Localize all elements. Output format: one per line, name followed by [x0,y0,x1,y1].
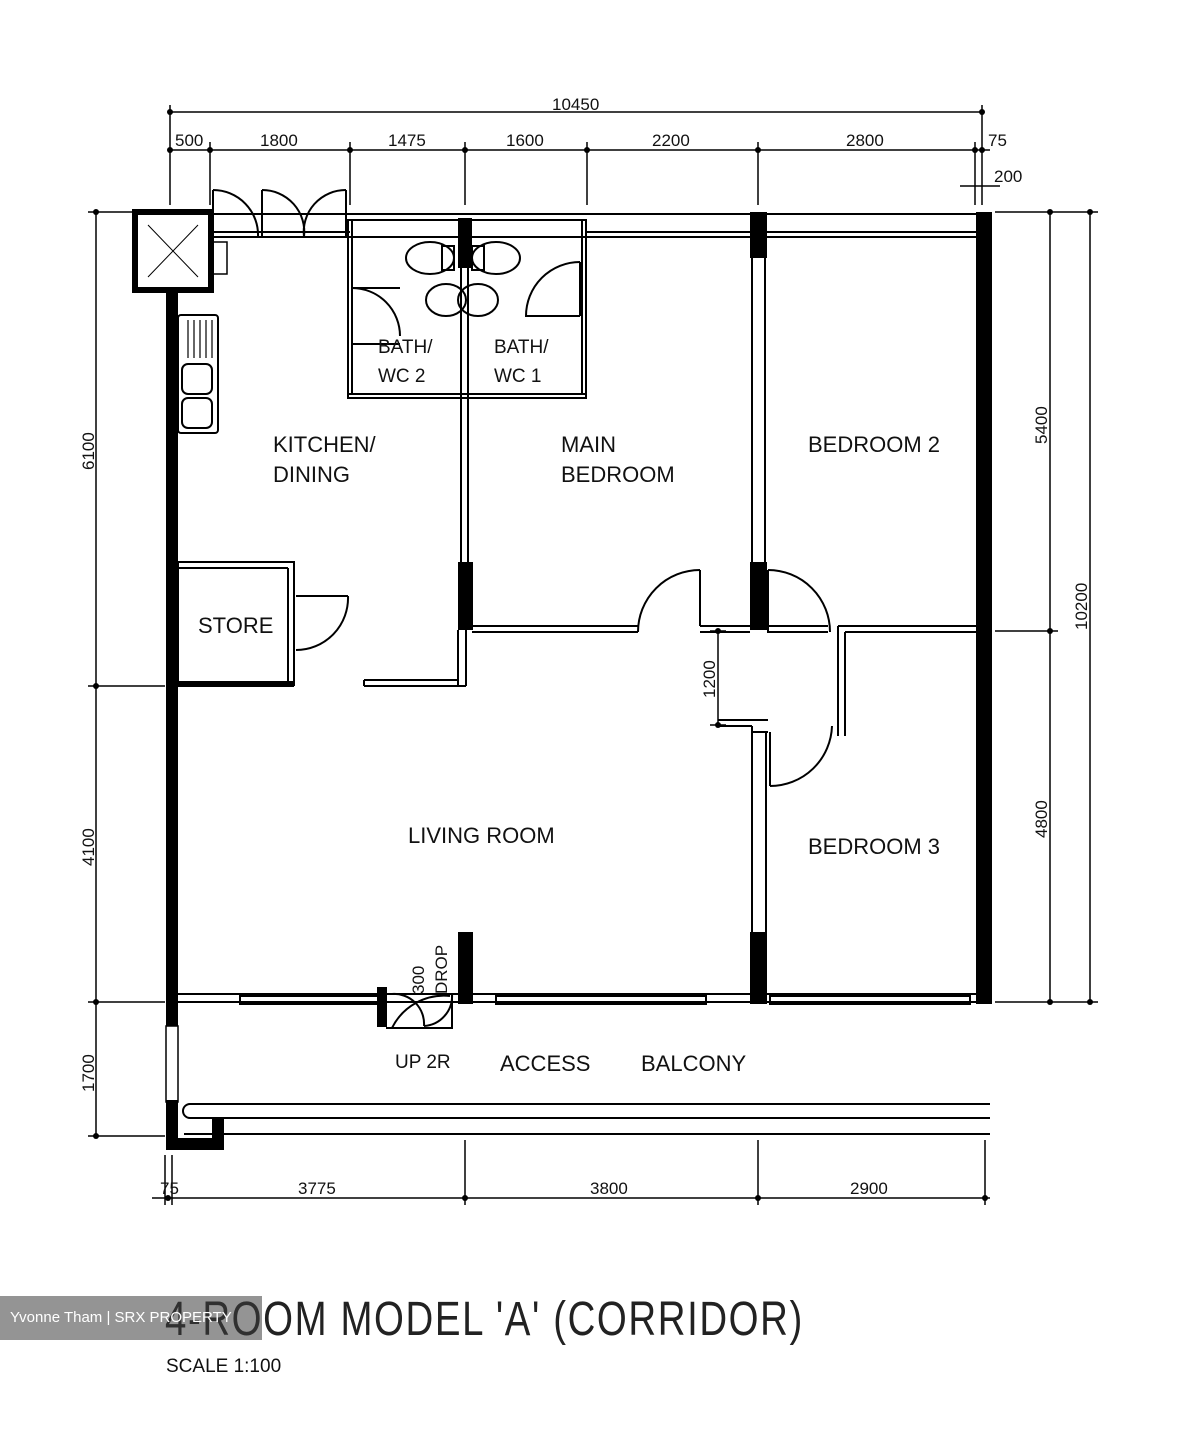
label-access: ACCESS [500,1051,590,1076]
dim-top-5: 2200 [652,131,690,150]
label-living-room: LIVING ROOM [408,823,555,848]
kitchen-sink [177,314,219,434]
dim-top-2: 1800 [260,131,298,150]
label-bath1-2: WC 1 [494,366,542,387]
label-bath2-2: WC 2 [378,366,426,387]
dim-right-total: 10200 [1072,583,1091,630]
dim-left-3: 1700 [79,1054,98,1092]
dim-right-1: 5400 [1032,406,1051,444]
label-kitchen-2: DINING [273,462,350,487]
label-300: 300 [409,966,428,994]
walls [132,209,992,1150]
doors [212,188,833,1029]
dim-top-3: 1475 [388,131,426,150]
label-bath2-1: BATH/ [378,337,433,358]
label-bedroom-3: BEDROOM 3 [808,834,940,859]
label-drop: DROP [432,945,451,994]
dimension-ticks [93,109,1093,1201]
dim-total-width: 10450 [552,95,599,114]
label-up: UP 2R [395,1052,451,1073]
dim-top-7: 75 [988,131,1007,150]
label-main-bedroom-1: MAIN [561,432,616,457]
top-wall [211,213,976,238]
label-bedroom-2: BEDROOM 2 [808,432,940,457]
label-main-bedroom-2: BEDROOM [561,462,675,487]
plan-title: 4-ROOM MODEL 'A' (CORRIDOR) [165,1293,804,1346]
dim-top-4: 1600 [506,131,544,150]
plan-scale: SCALE 1:100 [166,1356,282,1377]
dim-bottom-1: 75 [160,1179,179,1198]
dim-bottom-4: 2900 [850,1179,888,1198]
dim-top-6: 2800 [846,131,884,150]
dim-bottom-2: 3775 [298,1179,336,1198]
dim-top-extra: 200 [994,167,1022,186]
dimension-lines [88,105,1098,1205]
label-balcony: BALCONY [641,1051,746,1076]
watermark: Yvonne Tham | SRX PROPERTY [0,1296,262,1340]
dim-corridor: 1200 [700,660,719,698]
label-store: STORE [198,613,273,638]
label-kitchen-1: KITCHEN/ [273,432,377,457]
interior-walls [177,219,990,1135]
dim-left-1: 6100 [79,432,98,470]
bath-fixtures [405,241,521,317]
dim-top-1: 500 [175,131,203,150]
dim-left-2: 4100 [79,828,98,866]
label-bath1-1: BATH/ [494,337,549,358]
dim-right-2: 4800 [1032,800,1051,838]
dim-bottom-3: 3800 [590,1179,628,1198]
